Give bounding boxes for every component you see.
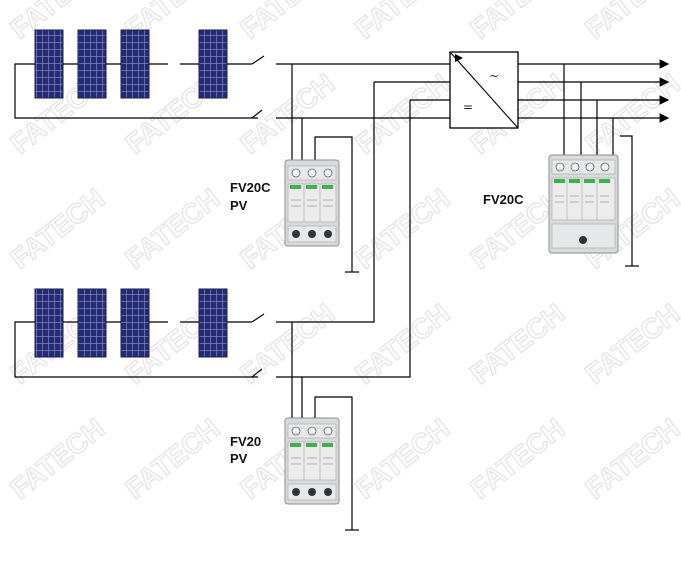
spd-pv-bottom	[284, 417, 340, 505]
spd-pv-top	[284, 159, 340, 247]
watermark-text: FATECH	[5, 183, 111, 275]
solar-panel-icon	[198, 29, 228, 99]
watermark-text: FATECH	[580, 298, 681, 390]
wiring	[14, 55, 670, 531]
watermark-text: FATECH	[465, 298, 571, 390]
solar-panel-icon	[198, 288, 228, 358]
spd-bottom-type-label: PV	[230, 451, 248, 466]
ac-symbol: ~	[489, 69, 499, 83]
solar-panel-icon	[34, 29, 64, 99]
watermark-text: FATECH	[120, 413, 226, 505]
watermark-text: FATECH	[350, 0, 456, 45]
watermark-text: FATECH	[120, 183, 226, 275]
watermark-text: FATECH	[465, 413, 571, 505]
watermark-text: FATECH	[580, 0, 681, 45]
watermark-text: FATECH	[235, 298, 341, 390]
dc-symbol: =	[463, 100, 473, 114]
watermark-text: FATECH	[350, 183, 456, 275]
watermark-text: FATECH	[5, 413, 111, 505]
watermark-text: FATECH	[350, 298, 456, 390]
watermark-text: FATECH	[580, 413, 681, 505]
pv-string-top	[34, 29, 228, 99]
solar-panel-icon	[77, 288, 107, 358]
inverter: ~ =	[449, 51, 519, 129]
solar-panel-icon	[77, 29, 107, 99]
spd-top-type-label: PV	[230, 198, 248, 213]
pv-string-bottom	[34, 288, 228, 358]
spd-bottom-model-label: FV20	[230, 434, 261, 449]
watermark-text: FATECH	[465, 0, 571, 45]
spd-ac-model-label: FV20C	[483, 192, 524, 207]
watermark-text: FATECH	[235, 68, 341, 160]
solar-panel-icon	[120, 29, 150, 99]
solar-panel-icon	[34, 288, 64, 358]
watermark-text: FATECH	[235, 0, 341, 45]
solar-panel-icon	[120, 288, 150, 358]
spd-top-model-label: FV20C	[230, 180, 271, 195]
watermark-text: FATECH	[350, 413, 456, 505]
spd-ac	[548, 154, 619, 254]
